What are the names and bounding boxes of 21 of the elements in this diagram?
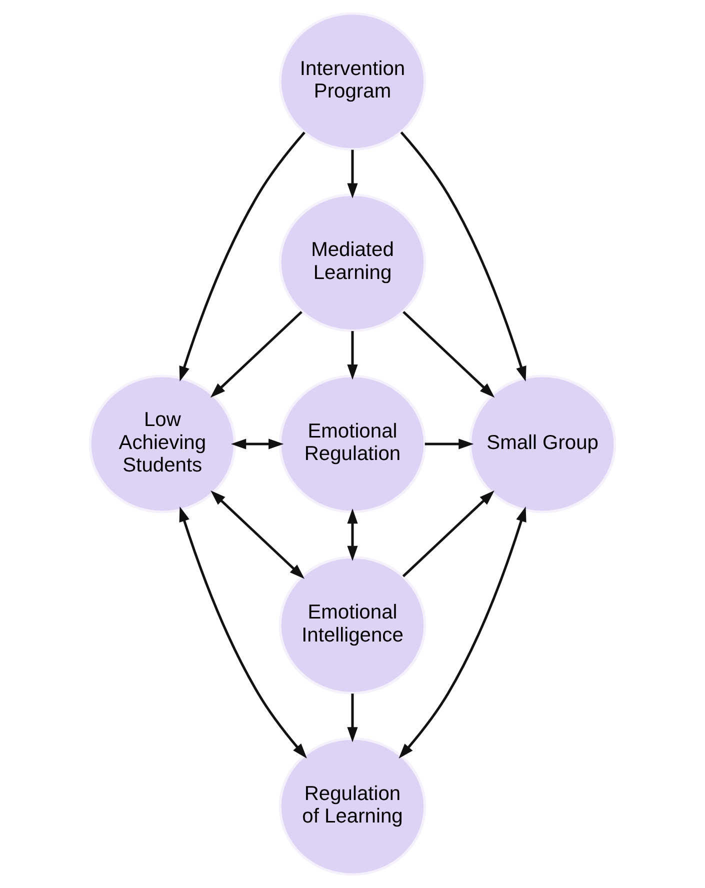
arrow bbox=[347, 331, 358, 380]
arrow bbox=[179, 132, 306, 382]
node-circle: Small Group bbox=[468, 374, 616, 514]
arrow bbox=[424, 438, 474, 450]
arrow bbox=[347, 150, 358, 198]
arrow bbox=[398, 506, 526, 759]
node-circle: Emotional Intelligence bbox=[278, 556, 426, 694]
arrow bbox=[400, 131, 526, 382]
node-circle: Intervention Program bbox=[278, 12, 426, 151]
arrow bbox=[210, 310, 302, 398]
arrow bbox=[402, 310, 495, 398]
node-circle: Regulation of Learning bbox=[278, 737, 426, 876]
node-circle: Low Achieving Students bbox=[88, 374, 236, 514]
arrow bbox=[347, 694, 358, 742]
arrow bbox=[402, 490, 494, 578]
node-circle: Emotional Regulation bbox=[278, 374, 426, 514]
arrow bbox=[347, 508, 358, 561]
node-circle: Mediated Learning bbox=[278, 194, 426, 332]
arrow bbox=[179, 506, 307, 758]
arrow bbox=[231, 438, 284, 450]
arrow bbox=[210, 490, 305, 579]
